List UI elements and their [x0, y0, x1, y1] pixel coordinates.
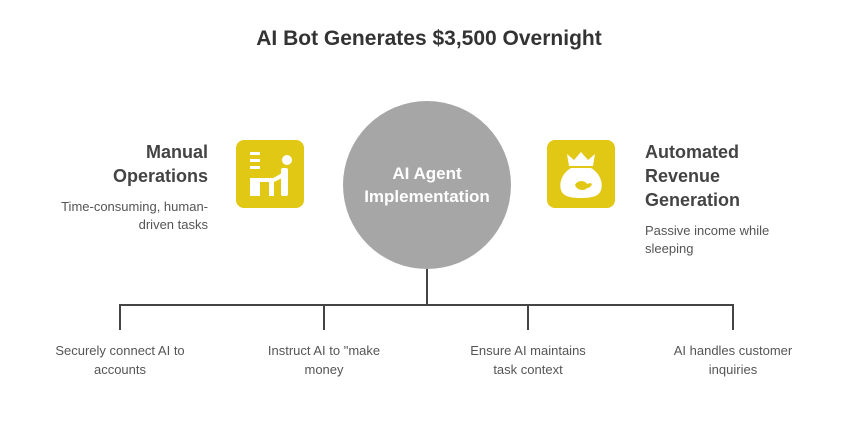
money-bag-icon	[547, 140, 615, 208]
connector-tick	[323, 304, 325, 330]
center-label: AI Agent Implementation	[364, 164, 490, 206]
step-label: Ensure AI maintains task context	[470, 343, 586, 377]
right-heading: Automated Revenue Generation	[645, 142, 741, 210]
connector-tick	[119, 304, 121, 330]
diagram-title: AI Bot Generates $3,500 Overnight	[256, 27, 602, 50]
connector-tick	[732, 304, 734, 330]
connector-stem	[426, 269, 428, 305]
center-node: AI Agent Implementation	[343, 101, 511, 269]
step-label: AI handles customer inquiries	[673, 343, 793, 377]
right-description: Passive income while sleeping	[645, 223, 770, 256]
step-label: Securely connect AI to accounts	[55, 343, 185, 377]
connector-tick	[527, 304, 529, 330]
left-description: Time-consuming, human-driven tasks	[61, 199, 208, 232]
connector-bar	[119, 304, 734, 306]
step-label: Instruct AI to "make money	[267, 343, 381, 377]
left-heading: Manual Operations	[112, 142, 208, 186]
worker-at-desk-icon	[236, 140, 304, 208]
